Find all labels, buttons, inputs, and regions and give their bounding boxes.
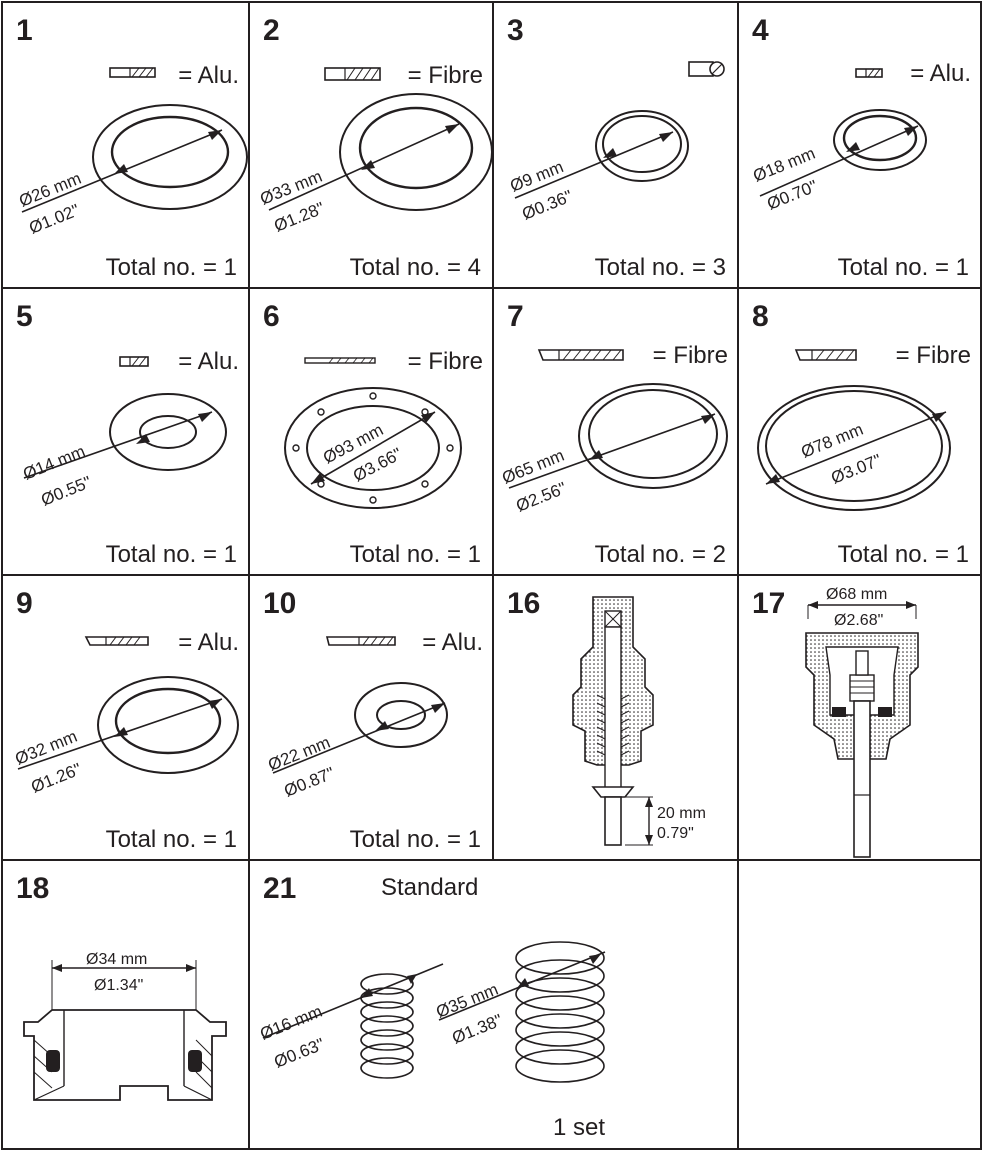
dimension-mm: Ø68 mm bbox=[826, 586, 887, 603]
part-number: 5 bbox=[16, 300, 33, 333]
total-count: Total no. = 1 bbox=[349, 826, 481, 853]
part-cell-10: 10 = Alu. Ø22 mm Ø0.87" Total no. = 1 bbox=[249, 575, 493, 860]
part-cell-6: 6 = Fibre Ø93 mm Ø3.66" Total no. = 1 bbox=[249, 288, 493, 575]
total-count: Total no. = 1 bbox=[105, 541, 237, 568]
material-label: = Alu. bbox=[178, 348, 239, 375]
total-count: Total no. = 1 bbox=[105, 826, 237, 853]
part-number: 7 bbox=[507, 300, 524, 333]
gasket-drawing: Ø65 mm Ø2.56" bbox=[499, 383, 728, 516]
set-label: 1 set bbox=[553, 1114, 606, 1141]
dimension-inch: Ø0.87" bbox=[281, 763, 337, 800]
empty-cell bbox=[738, 860, 981, 1149]
material-symbol-alu bbox=[325, 636, 396, 646]
washer-drawing: Ø22 mm Ø0.87" bbox=[265, 682, 448, 801]
standard-label: Standard bbox=[381, 874, 479, 901]
part-number: 2 bbox=[263, 14, 280, 47]
part-number: 21 bbox=[263, 872, 297, 905]
part-cell-16: 16 bbox=[493, 575, 738, 860]
dimension-inch: Ø1.26" bbox=[28, 759, 84, 796]
total-count: Total no. = 2 bbox=[594, 541, 726, 568]
total-count: Total no. = 1 bbox=[837, 254, 969, 281]
washer-drawing: Ø32 mm Ø1.26" bbox=[12, 676, 239, 797]
part-number: 9 bbox=[16, 587, 33, 620]
dimension-mm: 20 mm bbox=[657, 805, 706, 822]
dimension-inch: Ø1.28" bbox=[271, 198, 327, 235]
part-number: 16 bbox=[507, 587, 541, 620]
part-cell-1: 1 = Alu. Ø26 mm Ø1.02" Total no. = 1 bbox=[2, 2, 249, 288]
gasket-drawing: Ø78 mm Ø3.07" bbox=[757, 385, 951, 511]
part-number: 3 bbox=[507, 14, 524, 47]
material-symbol-fibre bbox=[794, 349, 857, 361]
part-cell-21: 21 Standard Ø16 mm Ø0.63" bbox=[249, 860, 738, 1149]
total-count: Total no. = 1 bbox=[837, 541, 969, 568]
material-label: = Alu. bbox=[178, 629, 239, 656]
part-cell-18: 18 Ø34 mm Ø1.34" bbox=[2, 860, 249, 1149]
part-cell-8: 8 = Fibre Ø78 mm Ø3.07" Total no. = 1 bbox=[738, 288, 981, 575]
part-cell-2: 2 = Fibre Ø33 mm Ø1.28" Total no. = 4 bbox=[249, 2, 493, 288]
dimension-inch-small: Ø0.63" bbox=[271, 1034, 327, 1071]
material-symbol-alu bbox=[855, 68, 883, 78]
dimension-inch: Ø0.55" bbox=[38, 472, 94, 509]
material-symbol-alu bbox=[109, 67, 156, 78]
part-cell-9: 9 = Alu. Ø32 mm Ø1.26" Total no. = 1 bbox=[2, 575, 249, 860]
dimension-mm: Ø34 mm bbox=[86, 951, 147, 968]
material-symbol-alu bbox=[119, 356, 149, 367]
total-count: Total no. = 1 bbox=[105, 254, 237, 281]
total-count: Total no. = 1 bbox=[349, 541, 481, 568]
springs-drawing: Ø16 mm Ø0.63" Ø35 mm Ø1.38" bbox=[257, 941, 606, 1083]
material-label: = Alu. bbox=[422, 629, 483, 656]
total-count: Total no. = 4 bbox=[349, 254, 481, 281]
material-label: = Fibre bbox=[407, 348, 483, 375]
material-symbol-fibre bbox=[537, 349, 624, 361]
gasket-drawing: Ø93 mm Ø3.66" bbox=[284, 387, 462, 509]
valve-insert-drawing: Ø68 mm Ø2.68" bbox=[805, 586, 919, 858]
material-symbol-fibre bbox=[304, 357, 376, 364]
dimension-inch: Ø2.68" bbox=[834, 612, 883, 629]
washer-drawing: Ø18 mm Ø0.70" bbox=[750, 109, 927, 214]
material-label: = Fibre bbox=[652, 342, 728, 369]
valve-spindle-drawing: 20 mm 0.79" bbox=[572, 596, 706, 846]
material-symbol-fibre bbox=[324, 67, 381, 81]
material-symbol-alu bbox=[84, 636, 149, 646]
material-label: = Alu. bbox=[178, 62, 239, 89]
part-cell-4: 4 = Alu. Ø18 mm Ø0.70" Total no. = 1 bbox=[738, 2, 981, 288]
part-cell-3: 3 Ø9 mm Ø0.36" Total no. = 3 bbox=[493, 2, 738, 288]
dimension-inch-large: Ø1.38" bbox=[449, 1010, 505, 1047]
part-number: 1 bbox=[16, 14, 33, 47]
dimension-inch: Ø1.34" bbox=[94, 977, 143, 994]
oring-drawing: Ø9 mm Ø0.36" bbox=[507, 110, 689, 224]
material-symbol-oring bbox=[688, 61, 725, 77]
part-cell-7: 7 = Fibre Ø65 mm Ø2.56" Total no. = 2 bbox=[493, 288, 738, 575]
material-label: = Fibre bbox=[895, 342, 971, 369]
part-number: 10 bbox=[263, 587, 297, 620]
part-number: 4 bbox=[752, 14, 769, 47]
washer-drawing: Ø26 mm Ø1.02" bbox=[16, 104, 248, 238]
material-label: = Fibre bbox=[407, 62, 483, 89]
material-label: = Alu. bbox=[910, 60, 971, 87]
part-cell-17: 17 Ø68 mm Ø2.68" bbox=[738, 575, 981, 860]
dimension-inch: 0.79" bbox=[657, 825, 694, 842]
part-number: 18 bbox=[16, 872, 50, 905]
part-number: 8 bbox=[752, 300, 769, 333]
part-number: 17 bbox=[752, 587, 786, 620]
part-cell-5: 5 = Alu. Ø14 mm Ø0.55" Total no. = 1 bbox=[2, 288, 249, 575]
washer-drawing: Ø14 mm Ø0.55" bbox=[20, 393, 227, 510]
washer-drawing: Ø33 mm Ø1.28" bbox=[257, 93, 493, 236]
total-count: Total no. = 3 bbox=[594, 254, 726, 281]
seat-drawing: Ø34 mm Ø1.34" bbox=[23, 951, 227, 1101]
part-number: 6 bbox=[263, 300, 280, 333]
